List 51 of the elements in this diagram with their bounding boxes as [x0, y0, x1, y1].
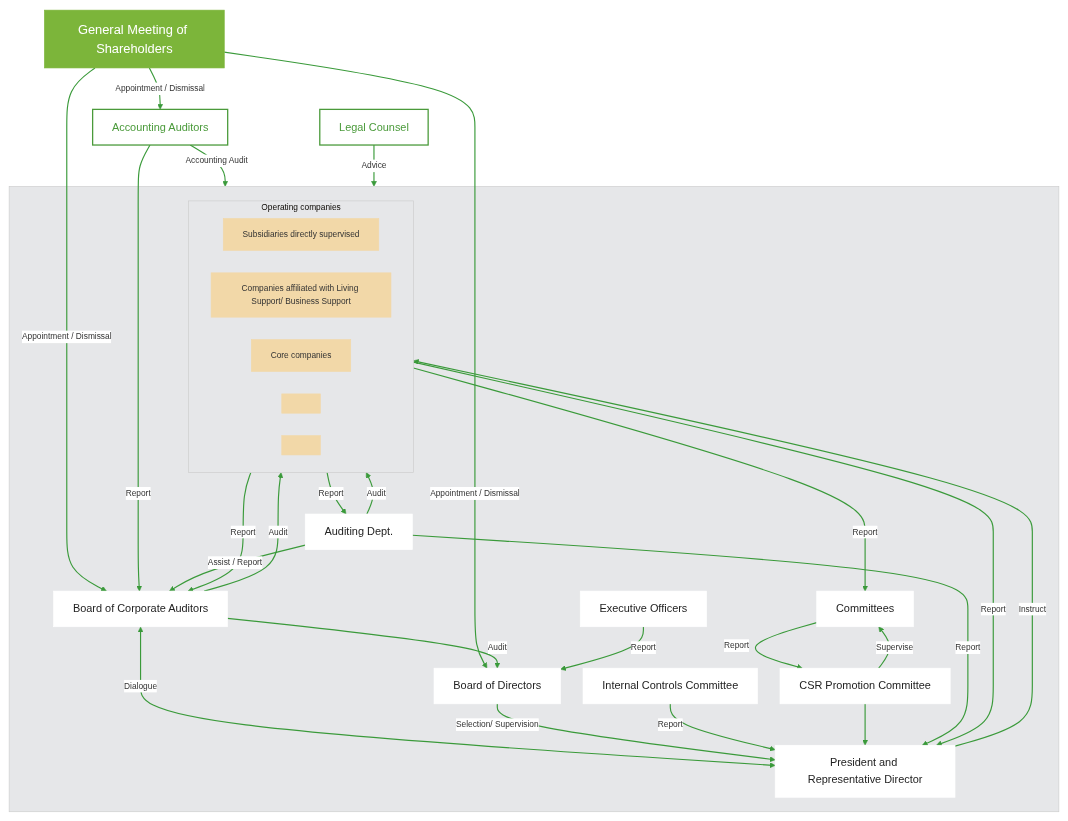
edge-label: Report [125, 487, 151, 498]
arrow [137, 626, 776, 768]
arrow [223, 51, 488, 668]
edge-label: Report [724, 640, 750, 650]
arrow [66, 66, 107, 591]
node-box: Executive Officers [579, 590, 707, 627]
edge-label: Report [230, 526, 256, 537]
edge-label: Dialogue [124, 680, 158, 691]
edge-label: Appointment / Dismissal [430, 487, 520, 498]
node-box: Companies affiliated with Living Support/ Business Support [210, 272, 392, 318]
node-box: Legal Counsel [319, 108, 429, 146]
node-box: Accounting Auditors [92, 108, 229, 146]
edge-label: Report [630, 642, 656, 652]
edge-label: Accounting Audit [185, 155, 248, 165]
arrow [226, 617, 501, 668]
edge-label: Selection/ Supervision [455, 719, 539, 729]
edge-label: Supervise [875, 642, 914, 652]
edge-label: Audit [487, 642, 507, 652]
node-box: General Meeting of Shareholders [44, 9, 225, 68]
edge-label: Assist / Report [207, 557, 263, 567]
arrow [669, 702, 776, 751]
edge-label: Appointment / Dismissal [21, 331, 112, 341]
edge-label: Advice [361, 160, 387, 170]
node-box: Core companies [251, 338, 351, 372]
edge-label: Report [852, 526, 878, 537]
node-box [281, 434, 321, 455]
arrow [496, 702, 776, 762]
node-box: Board of Corporate Auditors [53, 590, 228, 627]
arrow [862, 702, 868, 746]
node-box: Internal Controls Committee [582, 667, 758, 704]
arrow [136, 144, 151, 591]
edge-label: Report [980, 603, 1006, 614]
edge-label: Audit [366, 487, 386, 498]
edge-label: Appointment / Dismissal [115, 83, 205, 93]
node-box: Subsidiaries directly supervised [222, 217, 380, 251]
node-box: CSR Promotion Committee [779, 667, 951, 704]
arrow [169, 544, 306, 591]
edge-label: Report [955, 642, 981, 652]
node-box [281, 393, 321, 414]
arrow [411, 534, 969, 746]
edge-label: Report [318, 487, 344, 498]
cluster [8, 185, 1060, 812]
node-box: Auditing Dept. [304, 513, 413, 550]
edge-label: Audit [268, 526, 288, 537]
arrow [560, 625, 644, 671]
edge-label: Instruct [1018, 603, 1047, 614]
arrow [412, 366, 868, 591]
edge-label: Report [657, 719, 683, 729]
node-box: Committees [816, 590, 914, 627]
node-box: Board of Directors [433, 667, 561, 704]
node-box: President and Representative Director [774, 744, 956, 798]
